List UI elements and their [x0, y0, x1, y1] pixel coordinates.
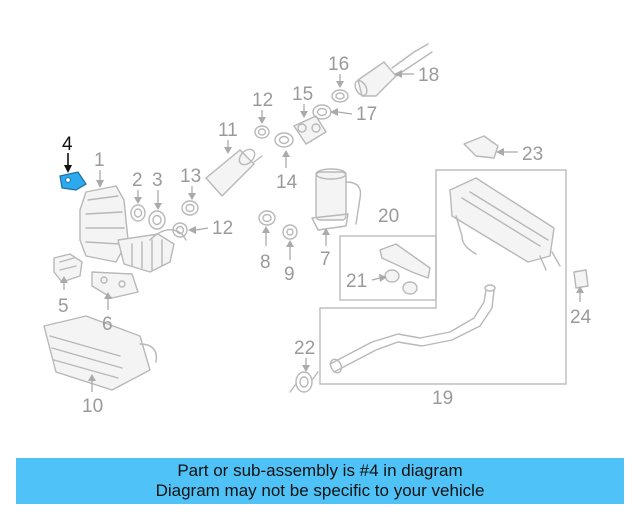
part-6-gasket: [91, 271, 139, 299]
callout-2: 2: [132, 170, 143, 191]
part-17-clamp: [312, 104, 332, 120]
part-23-hanger: [463, 135, 499, 159]
part-9-clamp: [282, 224, 298, 240]
callout-16: 16: [328, 54, 349, 75]
exhaust-parts-diagram: 1 2 3 4 5 6 7 8 9 10 11 12 12 13 14 15 1…: [43, 43, 592, 417]
callout-19: 19: [432, 388, 453, 409]
part-3-gasket: [148, 210, 166, 230]
callout-15: 15: [292, 84, 313, 105]
part-rear-muffler: [449, 177, 561, 271]
part-15-joint: [293, 115, 327, 145]
callout-6: 6: [102, 314, 113, 335]
callout-9: 9: [284, 264, 295, 285]
callout-24: 24: [570, 307, 592, 328]
part-22-clamp: [289, 371, 319, 393]
part-7-unit: [311, 168, 362, 231]
part-18-front-pipe: [354, 43, 433, 97]
callout-17: 17: [356, 104, 377, 125]
part-5-bracket: [53, 253, 83, 283]
callout-1: 1: [94, 150, 105, 171]
callout-12-lower: 12: [212, 218, 233, 239]
callout-4: 4: [62, 134, 73, 155]
part-24-insulator: [573, 269, 589, 289]
part-19-tail-pipe: [329, 284, 496, 374]
part-13-clamp: [181, 200, 199, 216]
part-21-insulator: [384, 269, 418, 295]
part-10-cooler: [43, 315, 158, 391]
part-14-clamp: [274, 132, 294, 148]
callout-21: 21: [346, 271, 367, 292]
part-11-muffler: [205, 148, 263, 197]
group-box-19: [319, 169, 567, 385]
callout-labels: 1 2 3 4 5 6 7 8 9 10 11 12 12 13 14 15 1…: [58, 54, 592, 417]
callout-3: 3: [152, 170, 163, 191]
part-4-bracket: [59, 171, 87, 191]
part-12-clamp-upper: [254, 125, 270, 139]
banner-line-disclaimer: Diagram may not be specific to your vehi…: [155, 481, 485, 500]
callout-20: 20: [378, 206, 399, 227]
callout-18: 18: [418, 65, 439, 86]
info-banner: Part or sub-assembly is #4 in diagram Di…: [16, 458, 624, 504]
leader-lines: [60, 70, 584, 392]
callout-10: 10: [82, 396, 103, 417]
callout-8: 8: [260, 252, 271, 273]
callout-7: 7: [320, 249, 331, 270]
part-2-gasket: [130, 204, 146, 222]
part-12-gasket-lower: [172, 222, 188, 238]
callout-22: 22: [294, 338, 315, 359]
banner-line-part: Part or sub-assembly is #4 in diagram: [177, 461, 463, 480]
callout-5: 5: [58, 296, 69, 317]
callout-11: 11: [218, 120, 238, 141]
part-20-hanger: [379, 243, 431, 279]
callout-13: 13: [180, 166, 201, 187]
callout-14: 14: [276, 172, 298, 193]
callout-12-upper: 12: [252, 90, 273, 111]
part-1-converter: [79, 185, 187, 273]
callout-23: 23: [522, 144, 543, 165]
part-8-clamp: [258, 210, 276, 226]
part-16-gasket: [331, 89, 349, 103]
